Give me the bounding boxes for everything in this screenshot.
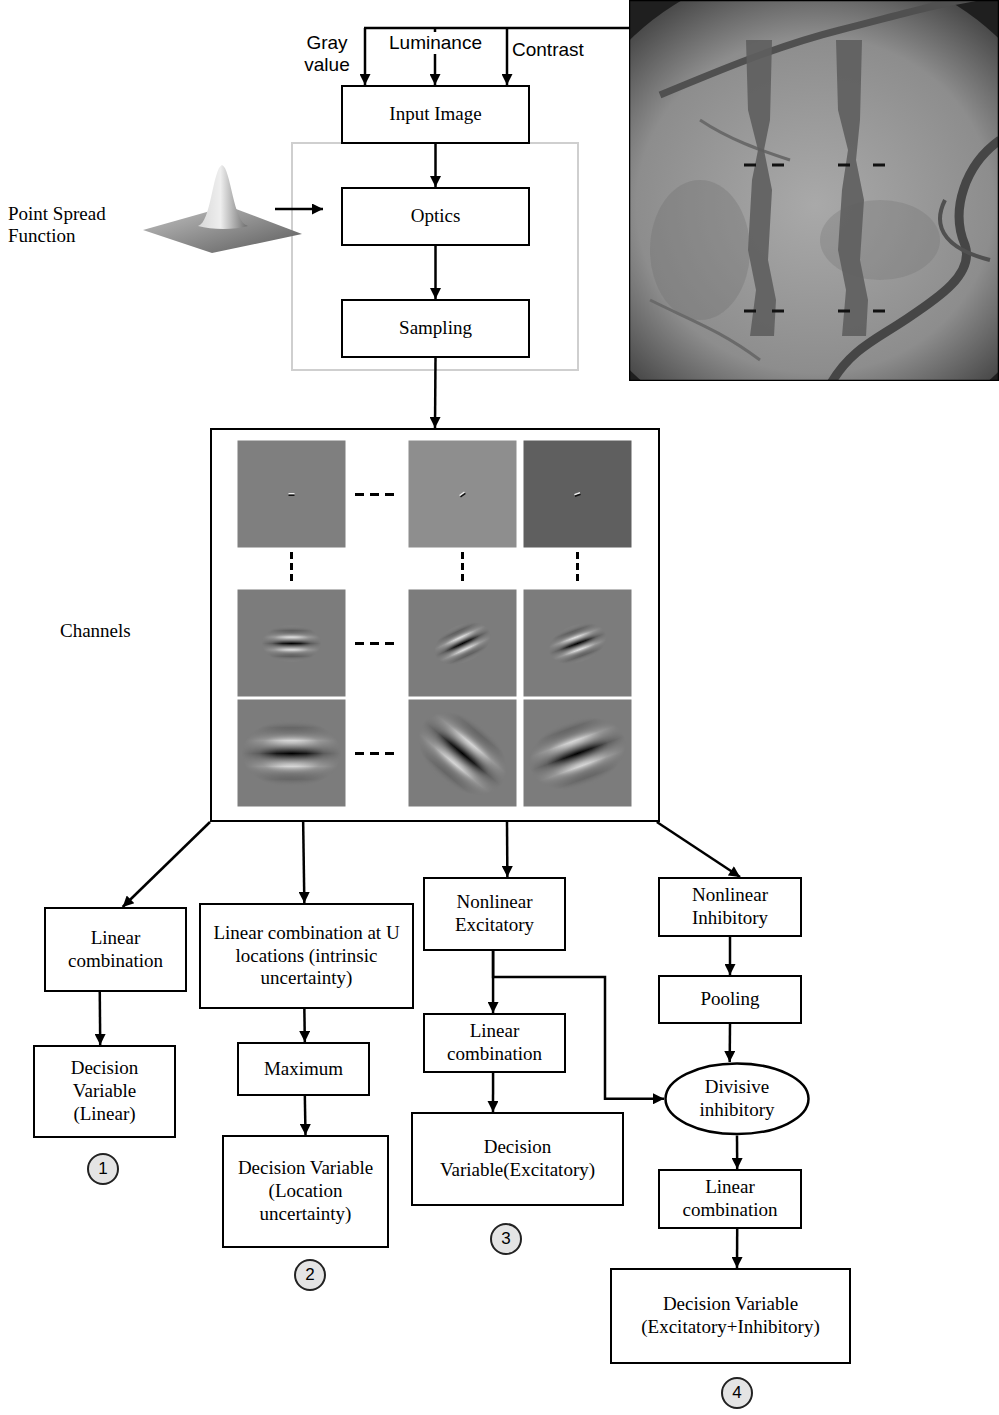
flow-arrow bbox=[434, 246, 437, 299]
node-text: Nonlinear Inhibitory bbox=[660, 884, 800, 930]
process-box: Pooling bbox=[658, 975, 802, 1024]
process-box: Linear combination bbox=[44, 907, 187, 992]
image-field bbox=[629, 0, 999, 381]
gabor-filter bbox=[242, 720, 342, 788]
flow-arrow bbox=[303, 1009, 306, 1042]
node-text: Optics bbox=[343, 205, 528, 228]
process-box: Linear combination bbox=[423, 1013, 566, 1073]
gabor-filter bbox=[543, 615, 612, 671]
vessel bbox=[660, 0, 990, 95]
process-box: Nonlinear Excitatory bbox=[423, 877, 566, 951]
output-box: Decision Variable (Linear) bbox=[33, 1045, 176, 1138]
flow-arrow bbox=[736, 1229, 739, 1268]
flow-arrow bbox=[99, 992, 102, 1045]
node-text: Divisive inhibitory bbox=[664, 1076, 810, 1122]
input-label: Contrast bbox=[512, 39, 584, 61]
gabor-tile bbox=[409, 590, 517, 697]
process-box: Linear combination bbox=[658, 1169, 802, 1229]
input-label: Luminance bbox=[389, 32, 482, 54]
node-text: Nonlinear Excitatory bbox=[425, 891, 564, 937]
node-text: Decision Variable(Excitatory) bbox=[413, 1136, 622, 1182]
flow-arrow bbox=[434, 358, 437, 428]
gabor-filter bbox=[402, 695, 522, 811]
node-text: Pooling bbox=[660, 988, 800, 1011]
operation-ellipse: Divisive inhibitory bbox=[664, 1062, 810, 1136]
node-text: Input Image bbox=[343, 103, 528, 126]
ellipsis-dots bbox=[290, 493, 579, 755]
flow-arrow bbox=[728, 1024, 731, 1062]
tile-ground bbox=[524, 441, 632, 548]
callout-number: 3 bbox=[490, 1223, 522, 1255]
tile-ground bbox=[524, 590, 632, 697]
flow-arrow bbox=[123, 822, 210, 907]
measurement-marks bbox=[744, 165, 885, 311]
gabor-tile bbox=[524, 590, 632, 697]
flow-arrow bbox=[304, 1096, 307, 1135]
tile-ground bbox=[409, 590, 517, 697]
gabor-tile bbox=[238, 441, 346, 548]
process-box: Linear combination at U locations (intri… bbox=[199, 903, 414, 1009]
node-text: Maximum bbox=[239, 1058, 368, 1081]
output-box: Decision Variable (Excitatory+Inhibitory… bbox=[610, 1268, 851, 1364]
gabor-filter bbox=[427, 614, 497, 674]
tile-ground bbox=[238, 700, 346, 807]
gabor-tile bbox=[402, 695, 522, 811]
psf-arrow bbox=[275, 208, 323, 211]
flow-arrow bbox=[736, 1136, 739, 1169]
tile-ground bbox=[409, 441, 517, 548]
process-box: Nonlinear Inhibitory bbox=[658, 877, 802, 937]
stent-band bbox=[746, 40, 776, 336]
psf-label: Point Spread Function bbox=[8, 203, 138, 247]
node-text: Decision Variable (Excitatory+Inhibitory… bbox=[612, 1293, 849, 1339]
tiny-filter bbox=[289, 493, 295, 496]
output-box: Decision Variable(Excitatory) bbox=[411, 1112, 624, 1206]
callout-number: 2 bbox=[294, 1259, 326, 1291]
image-shade bbox=[650, 180, 750, 320]
eye-model-frame bbox=[292, 143, 578, 370]
image-shade bbox=[820, 200, 940, 280]
node-text: Linear combination at U locations (intri… bbox=[201, 922, 412, 990]
gabor-filter bbox=[262, 625, 322, 663]
flow-arrow bbox=[492, 1073, 495, 1112]
gabor-tile bbox=[524, 441, 632, 548]
gabor-tile bbox=[238, 590, 346, 697]
gabor-tile bbox=[238, 700, 346, 807]
node-text: Linear combination bbox=[425, 1020, 564, 1066]
panel-heading: Channels bbox=[60, 620, 131, 643]
flow-arrow bbox=[657, 822, 740, 877]
flow-arrow bbox=[506, 822, 509, 877]
tiny-filter bbox=[459, 492, 466, 498]
flow-arrow bbox=[729, 937, 732, 975]
vessel bbox=[650, 300, 760, 360]
node-text: Linear combination bbox=[660, 1176, 800, 1222]
angiogram-image bbox=[629, 0, 999, 381]
node-text: Sampling bbox=[343, 317, 528, 340]
flow-arrow bbox=[303, 822, 304, 903]
channel-filters bbox=[212, 430, 657, 819]
tile-ground bbox=[238, 441, 346, 548]
tile-ground bbox=[238, 590, 346, 697]
tiny-filter bbox=[574, 492, 581, 497]
channel-bank-panel: Channels bbox=[210, 428, 660, 822]
gabor-tile bbox=[409, 441, 517, 548]
output-box: Decision Variable (Location uncertainty) bbox=[222, 1135, 389, 1248]
input-label: Gray value bbox=[296, 32, 358, 76]
image-frame bbox=[630, 1, 999, 381]
process-box: Sampling bbox=[341, 299, 530, 358]
process-box: Input Image bbox=[341, 85, 530, 144]
input-wires bbox=[364, 28, 629, 85]
process-box: Optics bbox=[341, 187, 530, 246]
callout-number: 4 bbox=[721, 1377, 753, 1409]
stent-band bbox=[836, 40, 868, 336]
callout-number: 1 bbox=[87, 1153, 119, 1185]
node-text: Decision Variable (Location uncertainty) bbox=[224, 1157, 387, 1225]
process-box: Maximum bbox=[237, 1042, 370, 1096]
vessel bbox=[700, 120, 790, 160]
node-text: Decision Variable (Linear) bbox=[35, 1057, 174, 1125]
flow-arrow bbox=[434, 144, 437, 187]
vessel bbox=[940, 200, 990, 260]
gabor-filter bbox=[519, 704, 636, 802]
gabor-tile bbox=[519, 700, 636, 807]
node-text: Linear combination bbox=[46, 927, 185, 973]
